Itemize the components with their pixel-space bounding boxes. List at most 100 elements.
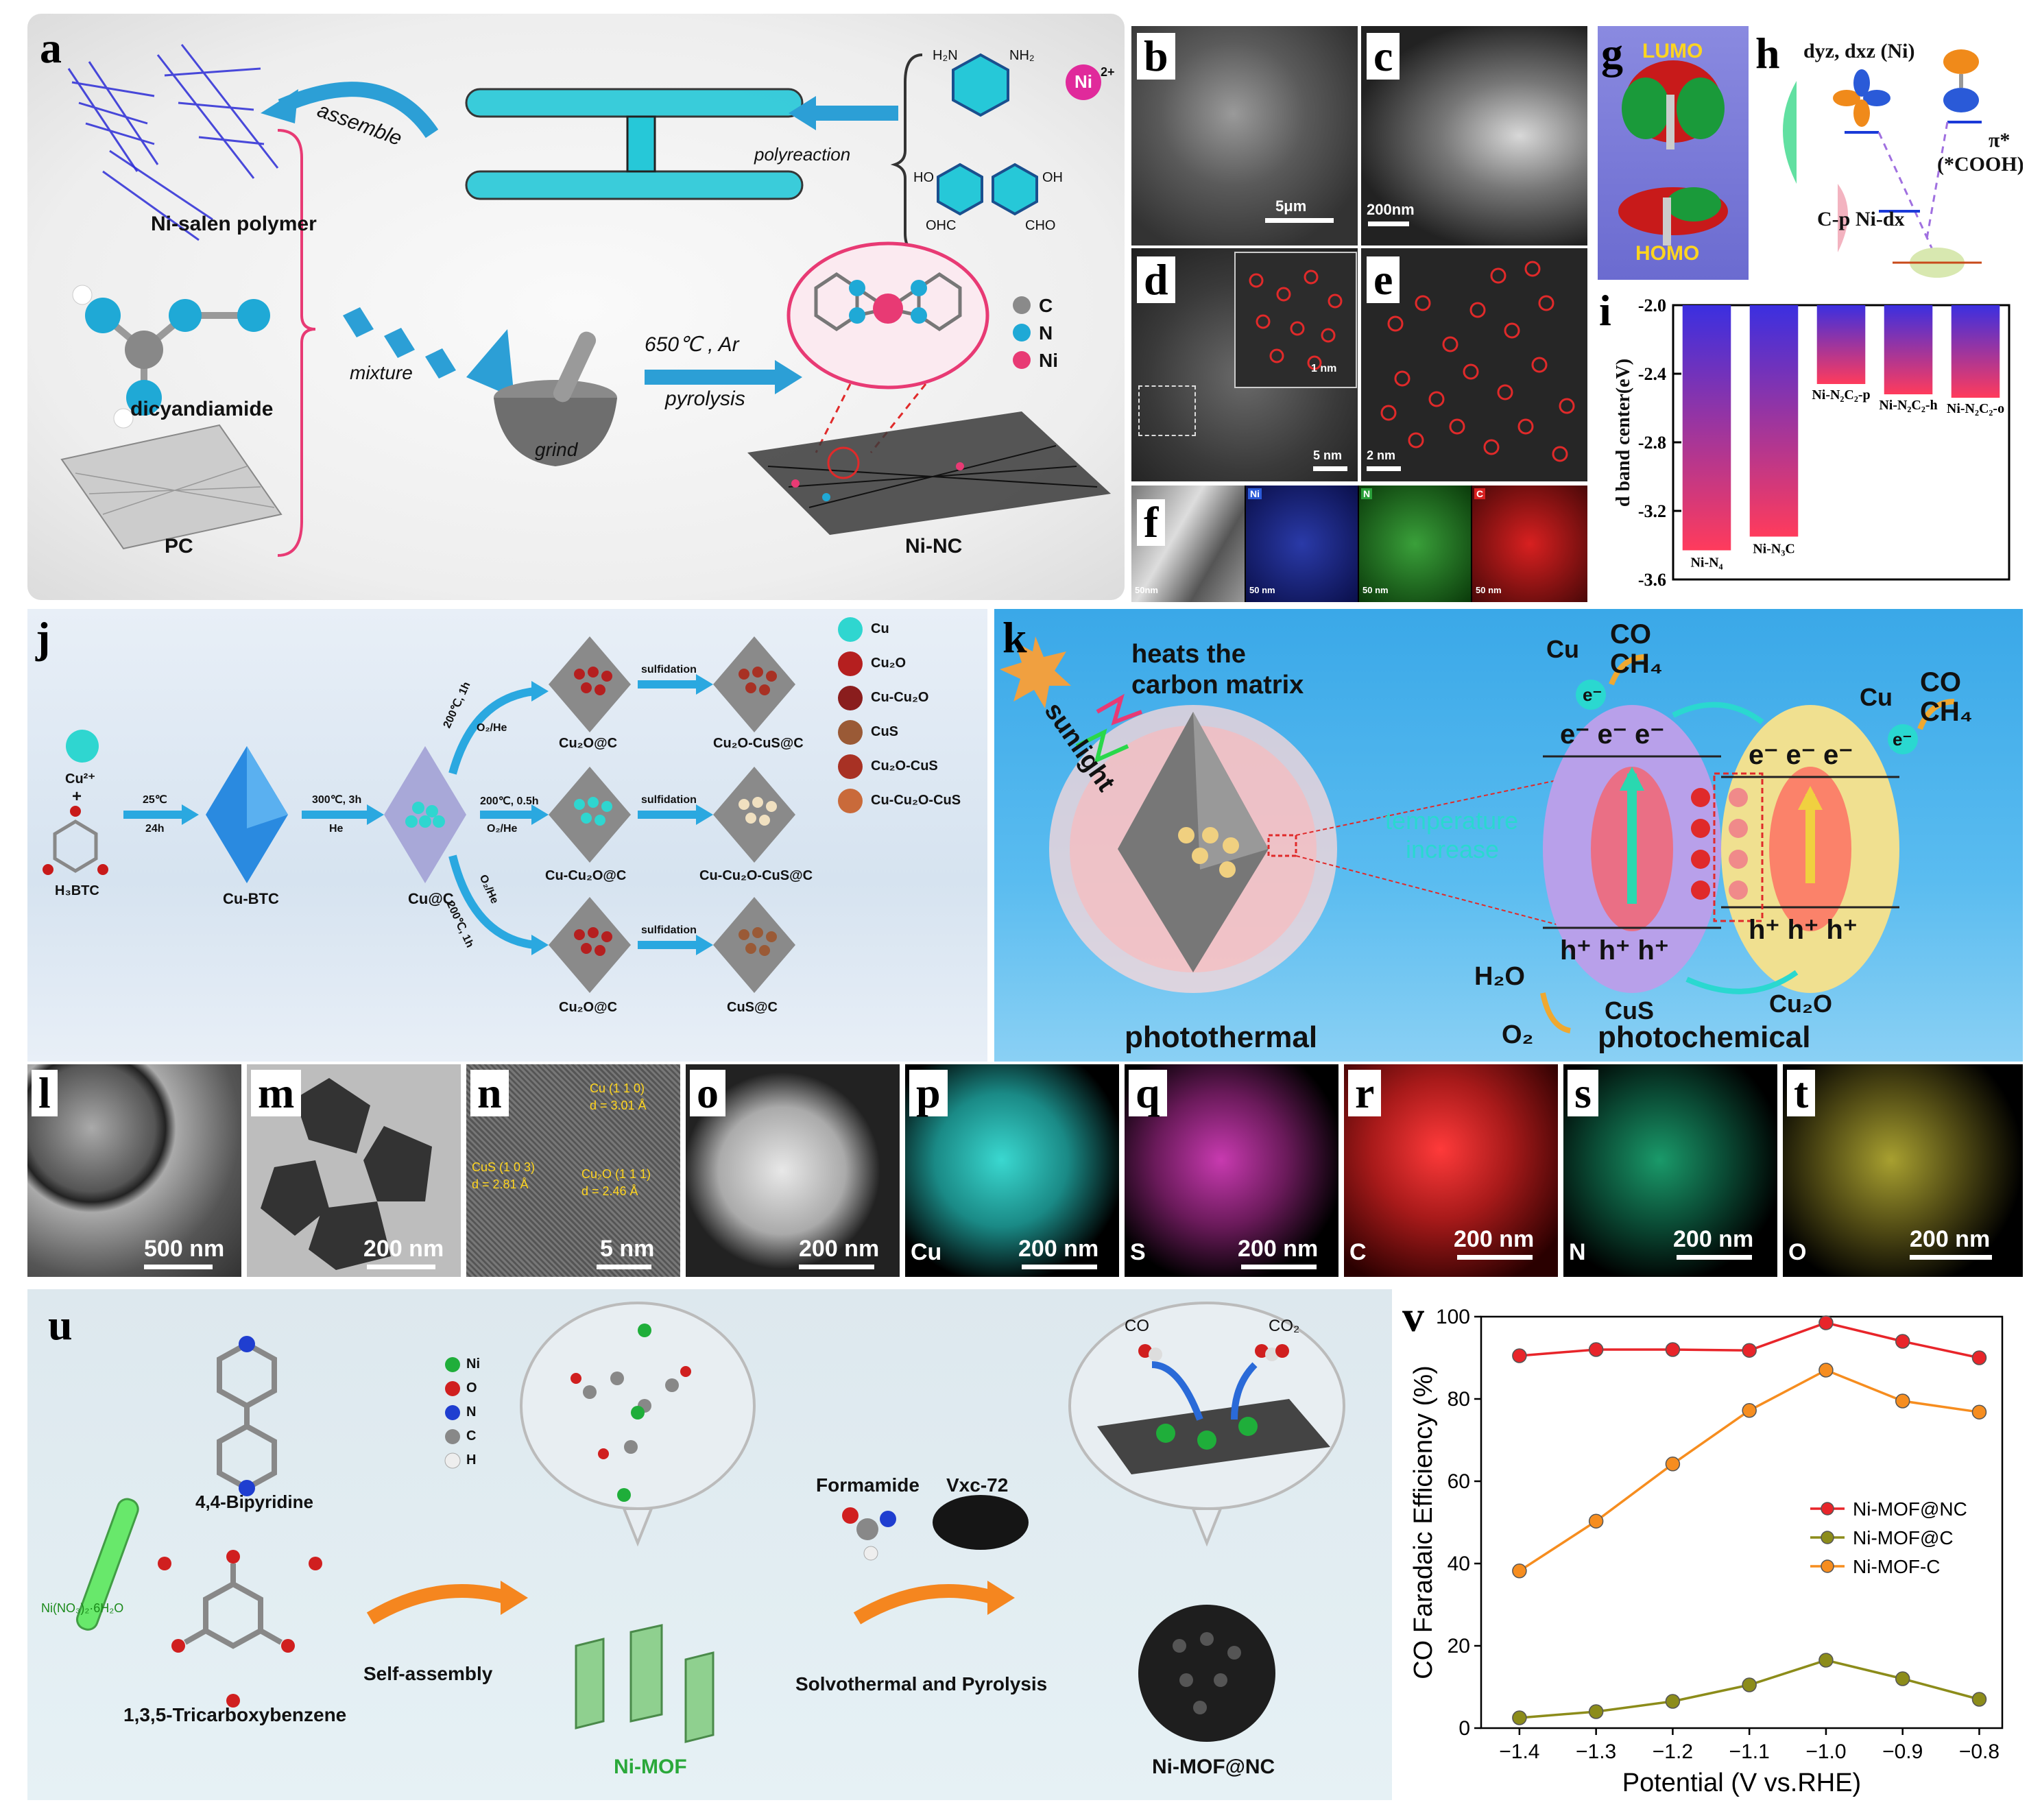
pc-label: PC <box>165 535 193 558</box>
ni-n4-structure <box>814 272 962 332</box>
n-ann1b: d = 3.01 Å <box>590 1099 647 1112</box>
j-legend-2: Cu-Cu₂O <box>871 690 929 705</box>
k-increase-label: increase <box>1406 835 1500 863</box>
panel-label-k: k <box>1003 613 1027 662</box>
i-bar-label-1: Ni-N₃C <box>1753 542 1795 557</box>
v-xtick-label-1: −1.3 <box>1576 1740 1616 1763</box>
orbital-g-graphic <box>1618 60 1728 246</box>
solvothermal-arrow <box>853 1584 996 1625</box>
panel-label-d: d <box>1137 256 1175 303</box>
u-legend-c: C <box>466 1428 477 1444</box>
mixture-label: mixture <box>350 362 413 383</box>
panel-label-s: s <box>1568 1070 1598 1116</box>
v-legend-marker-2 <box>1821 1559 1834 1573</box>
i-ytick-label-0: -2.0 <box>1638 296 1666 315</box>
k-co-left: CO <box>1610 619 1651 649</box>
step2-top: 300℃, 3h <box>312 794 362 806</box>
k-octahedron <box>1118 712 1269 972</box>
panel-label-u: u <box>48 1300 73 1349</box>
panel-q: q S 200 nm <box>1125 1064 1338 1277</box>
scale-bar-r <box>1457 1255 1533 1260</box>
panel-r: r C 200 nm <box>1344 1064 1558 1277</box>
k-holes-right: h⁺ h⁺ h⁺ <box>1749 915 1858 945</box>
v-ytick-label-0: 0 <box>1458 1717 1470 1740</box>
i-bar-label-3: Ni-N₂C₂-h <box>1879 398 1937 413</box>
v-point-1-2 <box>1665 1694 1681 1709</box>
sulfidation-3: sulfidation <box>641 924 697 936</box>
nh2-label: NH₂ <box>1009 48 1035 63</box>
bipyridine-molecule <box>217 1336 277 1496</box>
panel-label-q: q <box>1129 1070 1167 1116</box>
v-point-0-3 <box>1742 1343 1757 1358</box>
ni-salen-polymer-label: Ni-salen polymer <box>151 213 317 235</box>
u-co2-label: CO₂ <box>1269 1317 1300 1335</box>
k-cu2o-label: Cu₂O <box>1769 990 1832 1018</box>
f-map-ni-scale: 50 nm <box>1249 585 1275 595</box>
panel-label-c: c <box>1367 33 1400 80</box>
panel-m: m 200 nm <box>247 1064 461 1277</box>
v-xtick-label-3: −1.1 <box>1729 1740 1770 1763</box>
vxc-label: Vxc-72 <box>946 1474 1009 1496</box>
faradaic-efficiency-chart: 020406080100−1.4−1.3−1.2−1.1−1.0−0.9−0.8… <box>1409 1306 2004 1797</box>
polyreaction-label: polyreaction <box>754 144 851 165</box>
i-bar-2 <box>1816 305 1866 384</box>
u-legend-ni: Ni <box>466 1356 480 1372</box>
condition-label: 650℃ , Ar <box>645 333 739 356</box>
scale-text-c: 200nm <box>1367 201 1415 218</box>
v-point-1-1 <box>1588 1704 1604 1719</box>
k-cus-label: CuS <box>1605 996 1654 1025</box>
ni-mof-nc-sphere <box>1138 1605 1275 1742</box>
i-ytick-label-2: -2.8 <box>1638 433 1666 453</box>
v-legend-label-2: Ni-MOF-C <box>1853 1556 1941 1577</box>
self-assembly-arrow <box>366 1584 509 1625</box>
u-legend-o: O <box>466 1380 477 1396</box>
cu-btc-label: Cu-BTC <box>223 890 279 907</box>
panel-label-l: l <box>32 1070 58 1116</box>
f-map-c-scale: 50 nm <box>1476 585 1502 595</box>
k-e-left: e⁻ <box>1583 684 1602 705</box>
ni-ion <box>1066 64 1101 100</box>
nc-catalysis-bubble <box>1068 1302 1345 1510</box>
f-map-n <box>1359 486 1471 602</box>
nanotube-1 <box>67 61 159 172</box>
v-axes-frame <box>1480 1315 2004 1729</box>
row2-a-label: Cu-Cu₂O@C <box>545 868 627 883</box>
formamide-molecule <box>842 1507 896 1561</box>
v-point-0-0 <box>1512 1348 1527 1363</box>
panel-t: t O 200 nm <box>1783 1064 2023 1277</box>
k-o2-label: O₂ <box>1502 1020 1534 1049</box>
ohc-label: OHC <box>926 218 957 233</box>
sulfidation-1: sulfidation <box>641 664 697 675</box>
sulfidation-2: sulfidation <box>641 794 697 806</box>
v-xtick-label-0: −1.4 <box>1499 1740 1539 1763</box>
j-legend-cu2o-cus-dot <box>838 754 863 779</box>
panel-s: s N 200 nm <box>1563 1064 1777 1277</box>
panel-u-graphic <box>75 1302 1345 1743</box>
nanotube-2 <box>156 44 279 179</box>
u-legend-o-dot <box>445 1381 460 1396</box>
panel-label-i: i <box>1599 286 1611 335</box>
panel-d: 1 nm d 5 nm <box>1131 248 1358 481</box>
amine-label: H₂N <box>933 48 958 63</box>
i-ylabel: d band center(eV) <box>1613 358 1635 507</box>
mixture-bracket <box>277 129 316 557</box>
v-point-2-0 <box>1512 1564 1527 1579</box>
vxc-72-powder <box>933 1495 1029 1550</box>
scale-text-b: 5μm <box>1275 197 1307 215</box>
self-assembly-label: Self-assembly <box>363 1663 493 1684</box>
v-ytick-label-3: 60 <box>1448 1470 1470 1493</box>
scale-bar-e <box>1367 466 1401 471</box>
legend-c-dot <box>1013 296 1031 314</box>
i-bar-label-2: Ni-N₂C₂-p <box>1812 387 1870 403</box>
solvothermal-label: Solvothermal and Pyrolysis <box>795 1673 1048 1695</box>
scale-bar-o <box>799 1265 874 1269</box>
scale-text-m: 200 nm <box>363 1236 444 1262</box>
f-map-n-label: N <box>1361 488 1373 499</box>
panel-label-p: p <box>909 1070 948 1116</box>
cu-ion-label: Cu²⁺ <box>65 771 95 787</box>
k-holes-left: h⁺ h⁺ h⁺ <box>1560 935 1669 966</box>
panel-label-b: b <box>1137 33 1175 80</box>
n-ann3b: d = 2.46 Å <box>581 1184 638 1198</box>
